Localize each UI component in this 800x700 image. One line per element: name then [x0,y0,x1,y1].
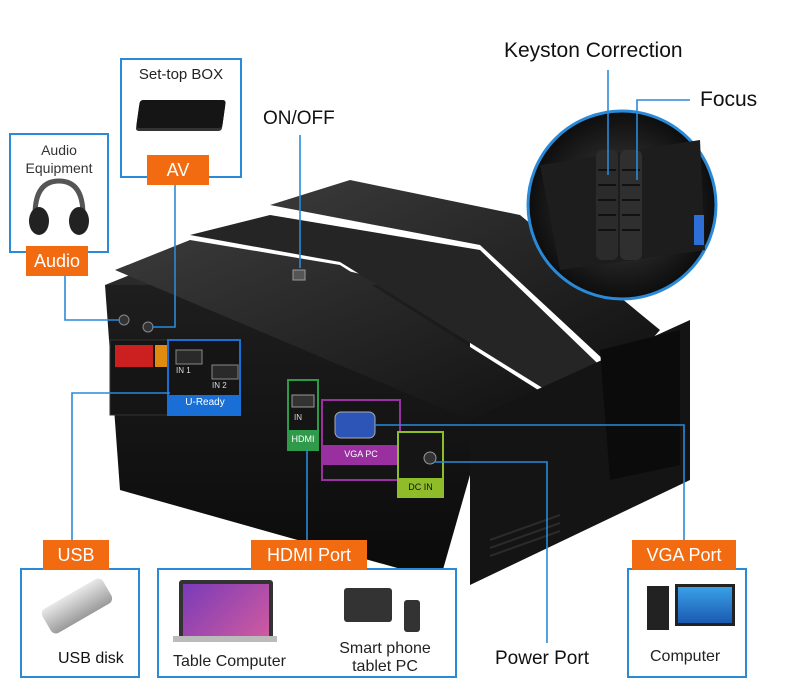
power-port-label: Power Port [495,648,589,669]
settop-title: Set-top BOX [138,66,224,83]
tablet-image [344,588,392,622]
usb2-label: IN 2 [212,381,227,390]
hdmi-in-label: IN [294,413,302,422]
laptop-base [173,636,277,642]
hdmi-caption-right: Smart phone tablet PC [339,640,431,675]
monitor-image [675,584,735,626]
usb-tag: USB [43,540,109,570]
pc-tower-image [647,586,669,630]
hdmi-panel-label: HDMI [291,434,315,444]
keystone-label: Keyston Correction [504,39,683,62]
audio-equipment-panel: Audio Equipment [9,133,109,253]
usb-caption: USB disk [58,650,124,667]
hdmi-tag: HDMI Port [251,540,367,570]
usb-disk-image [39,576,115,636]
audio-title: Audio Equipment [25,142,93,176]
projector-body [105,180,690,585]
onoff-label: ON/OFF [263,108,335,129]
headphones-icon [29,178,89,235]
hdmi-caption-left: Table Computer [173,653,286,670]
dc-panel-label: DC IN [408,482,433,492]
settop-box-image [136,100,226,128]
usb1-label: IN 1 [176,366,191,375]
phone-image [404,600,420,632]
zoom-detail-circle [526,109,718,301]
audio-tag: Audio [26,246,88,276]
u-ready-label: U-Ready [185,397,225,408]
vga-caption: Computer [650,648,721,665]
av-tag: AV [147,155,209,185]
usb-panel: USB disk [20,568,140,678]
connector-lines [64,70,690,643]
vga-panel-label: VGA PC [344,449,378,459]
hdmi-panel: Table Computer Smart phone tablet PC [157,568,457,678]
vga-tag: VGA Port [632,540,736,570]
laptop-image [179,580,273,640]
vga-panel: Computer [627,568,747,678]
focus-label: Focus [700,88,758,111]
